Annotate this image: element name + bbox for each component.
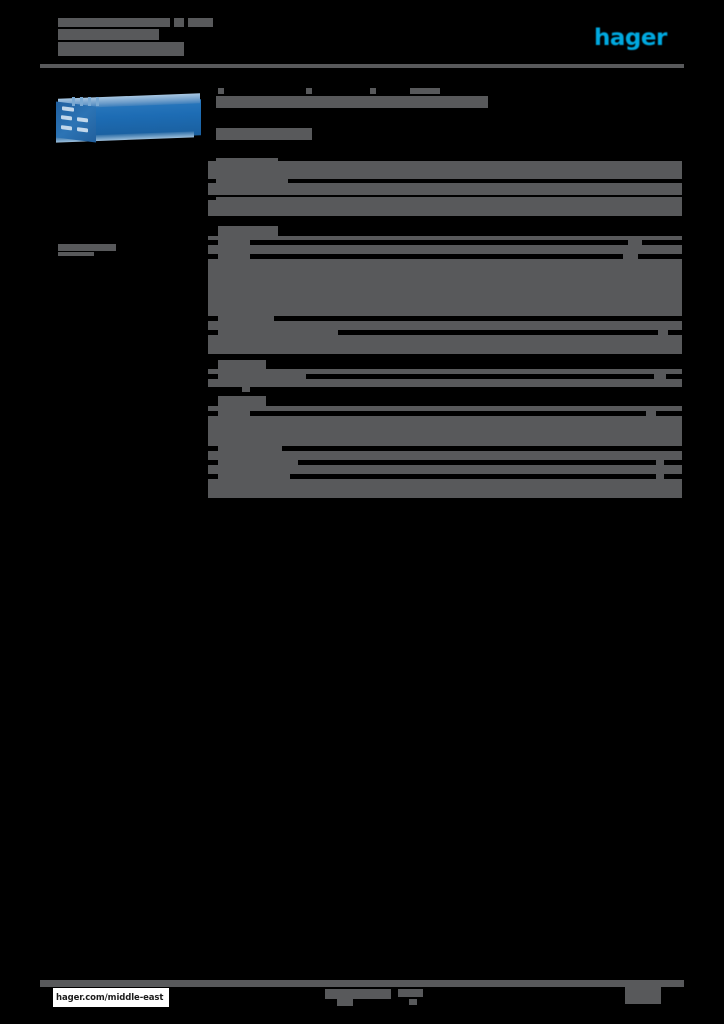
- trunking-slot: [61, 115, 72, 121]
- footer-center-text: [325, 989, 391, 999]
- spec-value-redaction: [250, 240, 628, 245]
- header-title-line-3: [58, 42, 184, 56]
- row-gap: [278, 226, 682, 236]
- spec-row-band: [208, 197, 682, 216]
- trunking-fin: [80, 97, 83, 106]
- row-gap: [208, 226, 218, 236]
- row-gap: [208, 179, 216, 183]
- row-gap: [208, 158, 216, 161]
- spec-section: [208, 396, 682, 498]
- spec-value-redaction: [288, 179, 682, 183]
- row-gap: [664, 474, 682, 479]
- trunking-slot: [62, 106, 74, 112]
- row-gap: [266, 396, 682, 406]
- spec-value-redaction: [250, 254, 623, 259]
- spec-section: [208, 226, 682, 354]
- left-column-label: [58, 244, 116, 251]
- row-gap: [666, 374, 682, 379]
- page-header: hager: [0, 0, 724, 72]
- spec-value-redaction: [282, 446, 682, 451]
- spec-section: [208, 158, 682, 216]
- row-gap: [266, 360, 682, 369]
- row-gap: [208, 254, 218, 259]
- row-gap: [208, 374, 218, 379]
- row-gap: [208, 396, 218, 406]
- row-gap: [208, 240, 218, 245]
- product-image: [56, 93, 201, 146]
- title-marker: [306, 88, 312, 94]
- spec-section-gap: [208, 216, 682, 226]
- row-gap: [642, 240, 682, 245]
- row-gap: [208, 460, 218, 465]
- specification-table: [208, 158, 682, 498]
- footer-url[interactable]: hager.com/middle-east: [53, 988, 169, 1007]
- spec-section: [208, 360, 682, 392]
- title-marker: [370, 88, 376, 94]
- trunking-slot: [77, 117, 88, 123]
- title-marker: [410, 88, 440, 94]
- row-gap: [208, 360, 218, 369]
- trunking-fin: [88, 97, 91, 106]
- trunking-slot: [61, 125, 72, 131]
- hager-logo-text: hager: [594, 24, 667, 51]
- header-title-line-2: [58, 29, 159, 40]
- header-title-line-1-part-2: [174, 18, 184, 27]
- spec-value-redaction: [250, 411, 646, 416]
- row-gap: [208, 411, 218, 416]
- trunking-fin: [72, 97, 75, 106]
- spec-value-redaction: [274, 316, 682, 321]
- page-subtitle: [216, 128, 312, 140]
- row-gap: [208, 330, 218, 335]
- row-gap: [208, 474, 218, 479]
- footer-url-text: hager.com/middle-east: [56, 992, 164, 1003]
- header-title-line-1-part-3: [188, 18, 213, 27]
- header-title-line-1: [58, 18, 170, 27]
- row-gap: [208, 446, 218, 451]
- left-column-label-sub: [58, 252, 94, 256]
- spec-value-redaction: [338, 330, 658, 335]
- row-gap: [278, 158, 682, 161]
- spec-row-band: [208, 158, 682, 195]
- spec-value-redaction: [298, 460, 656, 465]
- footer-page-number: [625, 987, 661, 1004]
- row-gap: [208, 316, 218, 321]
- row-gap: [664, 460, 682, 465]
- page-title: [216, 96, 488, 108]
- row-gap: [668, 330, 682, 335]
- row-gap: [638, 254, 682, 259]
- row-gap: [656, 411, 682, 416]
- trunking-fin: [96, 97, 99, 106]
- footer-center-text-sub: [337, 999, 353, 1006]
- spec-value-redaction: [306, 374, 654, 379]
- row-gap: [250, 387, 682, 392]
- footer-center-text-2: [398, 989, 423, 997]
- row-gap: [208, 387, 242, 392]
- footer-center-text-2-sub: [409, 999, 417, 1005]
- spec-value-redaction: [290, 474, 656, 479]
- trunking-slot: [77, 127, 88, 133]
- row-gap: [208, 197, 216, 200]
- title-marker: [218, 88, 224, 94]
- footer-divider-rule: [40, 980, 684, 987]
- hager-logo[interactable]: hager: [594, 24, 676, 51]
- trunking-side-face: [56, 101, 96, 143]
- header-divider-rule: [40, 64, 684, 68]
